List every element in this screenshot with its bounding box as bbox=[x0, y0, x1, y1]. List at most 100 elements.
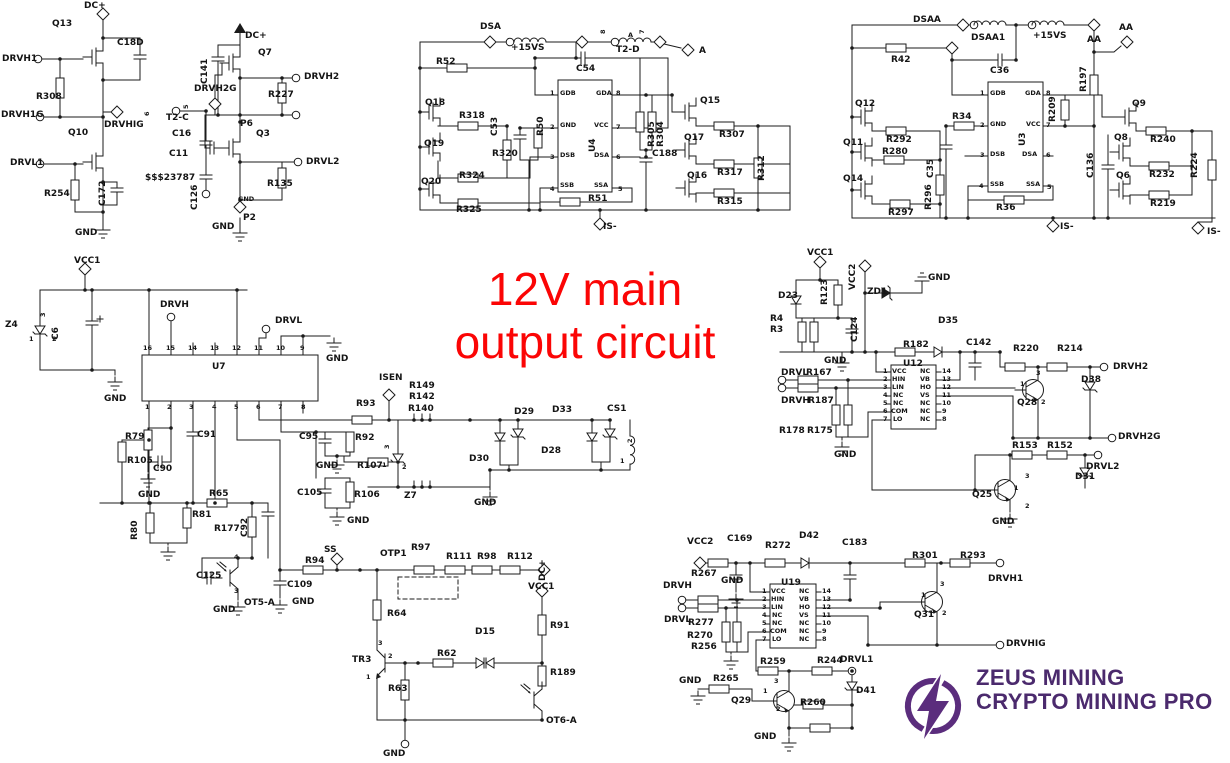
label-c92: C92 bbox=[240, 517, 250, 537]
label-drvh: DRVH bbox=[160, 300, 189, 310]
label-c183: C183 bbox=[842, 538, 868, 548]
label-com: COM bbox=[770, 627, 787, 635]
label-vb: VB bbox=[799, 595, 809, 603]
label-10: 10 bbox=[276, 344, 286, 352]
label-r259: R259 bbox=[760, 657, 786, 667]
label-r50: R50 bbox=[536, 116, 546, 136]
label-1: 1 bbox=[145, 403, 150, 411]
label-q16: Q16 bbox=[687, 171, 708, 181]
label-c16: C16 bbox=[172, 129, 192, 139]
label-r224: R224 bbox=[1190, 152, 1200, 178]
label-vs: VS bbox=[920, 391, 930, 399]
label-3: 3 bbox=[378, 639, 383, 647]
label-1: 1 bbox=[366, 673, 371, 681]
label-r152: R152 bbox=[1047, 441, 1073, 451]
label-r324: R324 bbox=[459, 171, 485, 181]
label-vcc: VCC bbox=[892, 367, 907, 375]
label-d30: D30 bbox=[469, 454, 489, 464]
label-r63: R63 bbox=[388, 684, 408, 694]
title-line-1: 12V main bbox=[487, 263, 683, 315]
label-lin: LIN bbox=[892, 383, 905, 391]
label-c142: C142 bbox=[966, 338, 992, 348]
label-2: 2 bbox=[883, 375, 888, 383]
label-r320: R320 bbox=[492, 149, 518, 159]
label-dc+: DC+ bbox=[538, 559, 548, 581]
label-+15vs: +15VS bbox=[1033, 31, 1067, 41]
label-2: 2 bbox=[388, 652, 393, 660]
label-4: 4 bbox=[762, 611, 767, 619]
label-5: 5 bbox=[883, 399, 888, 407]
label-5: 5 bbox=[762, 619, 767, 627]
label-3: 3 bbox=[1025, 472, 1030, 480]
label-drvh2: DRVH2 bbox=[1113, 362, 1149, 372]
label-r107: R107 bbox=[357, 461, 383, 471]
label-3: 3 bbox=[1036, 369, 1041, 377]
label-14: 14 bbox=[822, 587, 832, 595]
label-c141: C141 bbox=[200, 58, 210, 84]
label-1: 1 bbox=[921, 591, 926, 599]
label-nc: NC bbox=[920, 367, 931, 375]
label-r94: R94 bbox=[305, 556, 325, 566]
label-drvl2: DRVL2 bbox=[1086, 462, 1120, 472]
label-r317: R317 bbox=[717, 168, 743, 178]
label-q28: Q28 bbox=[1017, 398, 1038, 408]
label-d35: D35 bbox=[938, 316, 958, 326]
label-com: COM bbox=[891, 407, 908, 415]
label-q17: Q17 bbox=[684, 133, 705, 143]
label-1: 1 bbox=[883, 367, 888, 375]
label-6: 6 bbox=[143, 111, 151, 116]
label-r52: R52 bbox=[436, 57, 456, 67]
label-is-: IS- bbox=[1060, 222, 1074, 232]
label-gnd: GND bbox=[834, 450, 857, 460]
label-vcc2: VCC2 bbox=[687, 537, 714, 547]
label-c124: C124 bbox=[850, 316, 860, 342]
label-r34: R34 bbox=[952, 112, 972, 122]
label-2: 2 bbox=[1025, 502, 1030, 510]
label-dsa: DSA bbox=[480, 22, 501, 32]
label-drvhig: DRVHIG bbox=[104, 120, 144, 130]
label-dsa: DSA bbox=[594, 151, 610, 159]
label-gda: GDA bbox=[596, 89, 612, 97]
label-8: 8 bbox=[942, 415, 947, 423]
label-gnd: GND bbox=[383, 749, 406, 759]
label-q12: Q12 bbox=[855, 99, 876, 109]
label-isen: ISEN bbox=[379, 373, 403, 383]
label-gda: GDA bbox=[1025, 89, 1041, 97]
label-2: 2 bbox=[167, 403, 172, 411]
label-7: 7 bbox=[616, 123, 621, 131]
label-a: A bbox=[628, 31, 634, 39]
label-q20: Q20 bbox=[421, 177, 442, 187]
label-vcc: VCC bbox=[594, 121, 609, 129]
label-14: 14 bbox=[188, 344, 198, 352]
label-gnd: GND bbox=[213, 605, 236, 615]
label-vb: VB bbox=[920, 375, 930, 383]
label-aa: AA bbox=[1119, 23, 1133, 33]
label-nc: NC bbox=[799, 619, 810, 627]
label-gdb: GDB bbox=[990, 89, 1006, 97]
label-hin: HIN bbox=[892, 375, 906, 383]
title-line-2: output circuit bbox=[454, 316, 716, 368]
label-7: 7 bbox=[883, 415, 888, 423]
label-u3: U3 bbox=[1018, 132, 1028, 146]
label-gnd: GND bbox=[75, 228, 98, 238]
label-gnd: GND bbox=[316, 461, 339, 471]
label-9: 9 bbox=[942, 407, 947, 415]
label-u12: U12 bbox=[903, 359, 923, 369]
label-is-: IS- bbox=[1207, 227, 1221, 237]
section-u4-stage bbox=[417, 35, 791, 231]
label-1: 1 bbox=[382, 461, 387, 469]
label-q29: Q29 bbox=[731, 696, 752, 706]
label-1: 1 bbox=[763, 687, 768, 695]
label-c109: C109 bbox=[287, 580, 313, 590]
label-gnd: GND bbox=[326, 354, 349, 364]
label-r209: R209 bbox=[1048, 96, 1058, 122]
label-vcc: VCC bbox=[1026, 120, 1041, 128]
label-drvl: DRVL bbox=[275, 316, 303, 326]
section-q7-half-bridge bbox=[171, 23, 303, 242]
label-4: 4 bbox=[212, 403, 217, 411]
label-r51: R51 bbox=[588, 194, 608, 204]
label-r149: R149 bbox=[409, 381, 435, 391]
label-r65: R65 bbox=[209, 489, 229, 499]
label-r92: R92 bbox=[355, 433, 375, 443]
label-12: 12 bbox=[942, 383, 952, 391]
